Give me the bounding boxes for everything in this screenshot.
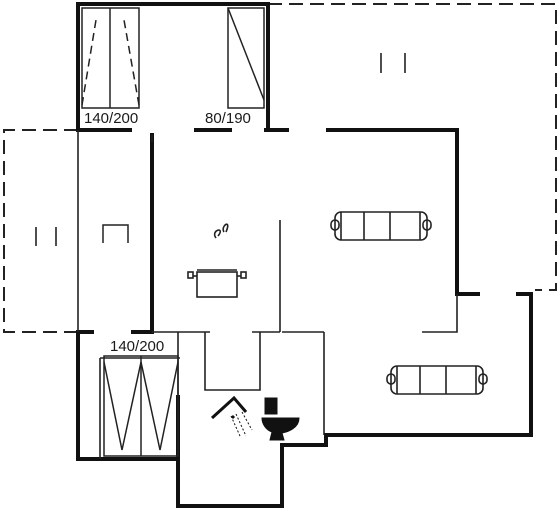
sofa-icon — [330, 211, 432, 241]
terrace-top-right — [268, 3, 557, 291]
bunk-bed-icon — [103, 355, 179, 457]
bed-size-label-top-right: 80/190 — [205, 110, 251, 127]
table-icon — [102, 224, 129, 243]
toilet-icon — [261, 397, 300, 441]
shower-icon — [210, 395, 253, 437]
bed-size-label-bottom-left: 140/200 — [110, 338, 164, 355]
cooking-pot-icon — [187, 223, 247, 298]
terrace-left — [3, 129, 78, 333]
walls — [76, 2, 533, 508]
terraces — [3, 3, 557, 333]
outdoor-terrace-marker-icon — [35, 53, 406, 246]
single-bed-icon — [227, 7, 265, 109]
bed-size-label-top-left: 140/200 — [84, 110, 138, 127]
sofa-icon-lower — [386, 365, 488, 395]
double-bed-icon — [81, 7, 140, 109]
